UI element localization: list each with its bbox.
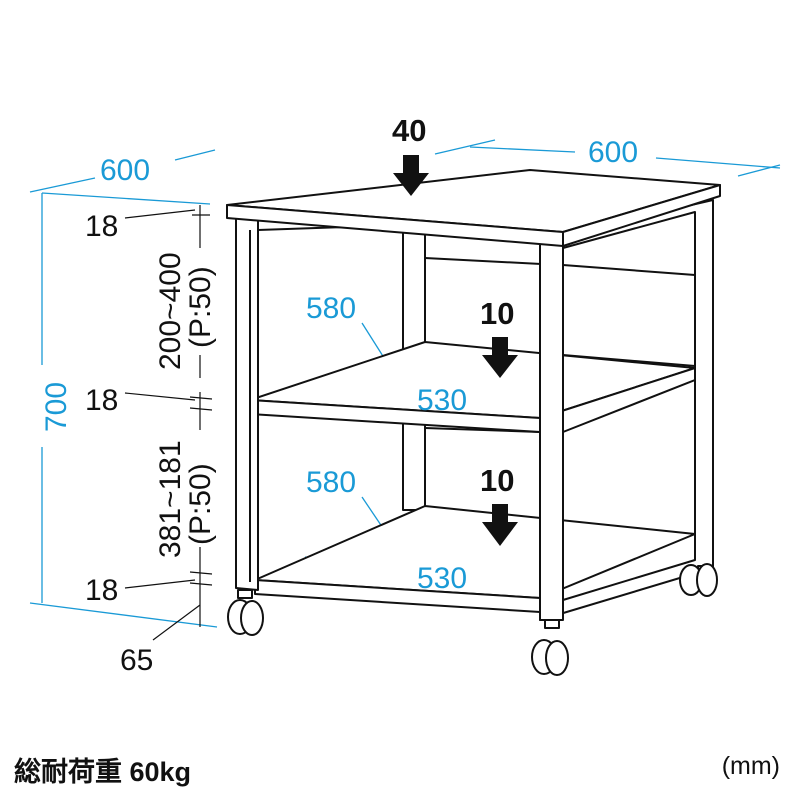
middle-board-thickness: 18 (85, 384, 118, 417)
caster-front-right (531, 619, 569, 676)
arrow-down-icon (482, 337, 518, 378)
lower-gap-pitch: (P:50) (184, 463, 217, 545)
caster-back-right (679, 563, 718, 597)
unit-label: (mm) (721, 752, 780, 780)
upper-gap-label: 200~400 (154, 252, 187, 370)
upper-gap-pitch: (P:50) (184, 266, 217, 348)
caster-front-left (227, 589, 264, 636)
depth-dimension-label: 600 (588, 136, 638, 169)
bottom-depth-label: 580 (306, 466, 356, 499)
lower-gap-label: 381~181 (154, 440, 187, 558)
total-load-label: 総耐荷重 60kg (14, 757, 192, 787)
width-dimension-label: 600 (100, 154, 150, 187)
top-load-label: 40 (392, 113, 426, 148)
arrow-down-icon (482, 504, 518, 546)
bottom-load-label: 10 (480, 463, 514, 498)
middle-load-label: 10 (480, 296, 514, 331)
arrow-down-icon (393, 155, 429, 196)
bottom-width-label: 530 (417, 562, 467, 595)
height-dimension-label: 700 (40, 382, 73, 432)
leader-lines (124, 205, 213, 641)
load-arrows (393, 155, 518, 546)
top-board-thickness: 18 (85, 210, 118, 243)
bottom-board-thickness: 18 (85, 574, 118, 607)
middle-width-label: 530 (417, 384, 467, 417)
casters (227, 563, 718, 676)
stand-frame (226, 169, 721, 621)
middle-depth-label: 580 (306, 292, 356, 325)
caster-height-label: 65 (120, 644, 153, 677)
